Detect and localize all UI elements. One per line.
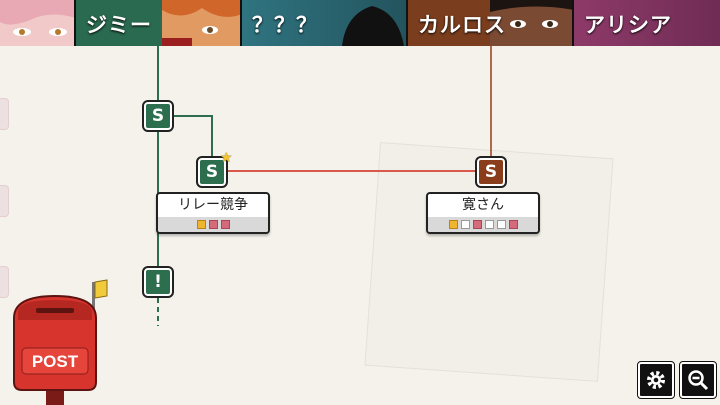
character-portrait — [0, 0, 74, 46]
zoom-out-icon — [688, 370, 709, 391]
flag-icon — [94, 279, 108, 299]
postbox-label: POST — [32, 352, 79, 371]
character-tab-carlos[interactable]: カルロス — [408, 0, 574, 46]
zoom-out-button[interactable] — [679, 361, 717, 399]
progress-square — [220, 220, 230, 229]
side-tab[interactable] — [0, 185, 9, 217]
progress-square — [448, 220, 458, 229]
side-tab[interactable] — [0, 98, 9, 130]
character-name: カルロス — [418, 13, 506, 37]
scenario-node[interactable]: S — [196, 156, 228, 188]
character-tab[interactable] — [0, 0, 76, 46]
side-tab[interactable] — [0, 266, 9, 298]
alert-node[interactable]: ! — [142, 266, 174, 298]
card-title: 寛さん — [462, 197, 504, 213]
progress-square — [496, 220, 506, 229]
progress-square — [460, 220, 470, 229]
card-title: リレー競争 — [178, 197, 248, 213]
scenario-node[interactable]: S — [475, 156, 507, 188]
character-tab-unknown[interactable]: ？？？ — [242, 0, 408, 46]
character-name: ジミー — [86, 13, 152, 37]
settings-button[interactable] — [637, 361, 675, 399]
progress-square — [196, 220, 206, 229]
character-bar: ジミー ？？？ カルロス アリシア — [0, 0, 720, 46]
postbox[interactable]: POST — [8, 278, 118, 405]
progress-squares — [428, 217, 538, 232]
progress-squares — [158, 217, 268, 232]
star-icon: ★ — [220, 150, 233, 166]
scenario-node[interactable]: S — [142, 100, 174, 132]
event-card-hiro[interactable]: 寛さん — [426, 192, 540, 234]
character-name: アリシア — [584, 13, 672, 37]
character-tab-alicia[interactable]: アリシア — [574, 0, 720, 46]
character-tab-jimmy[interactable]: ジミー — [76, 0, 242, 46]
gear-icon — [647, 371, 665, 389]
progress-square — [508, 220, 518, 229]
progress-square — [472, 220, 482, 229]
character-portrait — [162, 0, 240, 46]
event-card-relay[interactable]: リレー競争 — [156, 192, 270, 234]
progress-square — [484, 220, 494, 229]
character-portrait — [490, 0, 572, 46]
progress-square — [208, 220, 218, 229]
character-name: ？？？ — [252, 13, 318, 37]
character-portrait — [342, 6, 404, 46]
